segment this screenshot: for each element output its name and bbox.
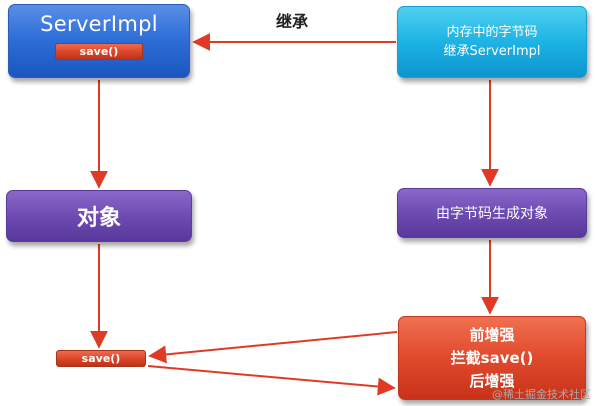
generated-object-label: 由字节码生成对象 [436, 206, 548, 222]
enhance-after: 后增强 [469, 371, 515, 390]
watermark: @稀土掘金技术社区 [492, 388, 591, 401]
object-label: 对象 [76, 206, 121, 231]
enhance-box: 前增强 拦截save() 后增强 [398, 316, 586, 400]
bytecode-line-2: 继承ServerImpl [443, 44, 541, 59]
enhance-intercept: 拦截save() [450, 348, 534, 367]
save-call-pill: save() [56, 350, 146, 367]
object-box: 对象 [6, 190, 192, 242]
generated-object-box: 由字节码生成对象 [397, 188, 587, 238]
bytecode-box: 内存中的字节码 继承ServerImpl [397, 6, 587, 78]
arrow-save-to-enhance [147, 365, 396, 396]
inherit-label: 继承 [276, 12, 309, 31]
serverimpl-title: ServerImpl [40, 12, 158, 36]
enhance-before: 前增强 [469, 325, 515, 344]
serverimpl-box: ServerImpl save() [8, 4, 190, 78]
arrow-enhance-to-save [148, 331, 398, 364]
serverimpl-save-method: save() [55, 43, 143, 60]
bytecode-line-1: 内存中的字节码 [446, 25, 538, 40]
